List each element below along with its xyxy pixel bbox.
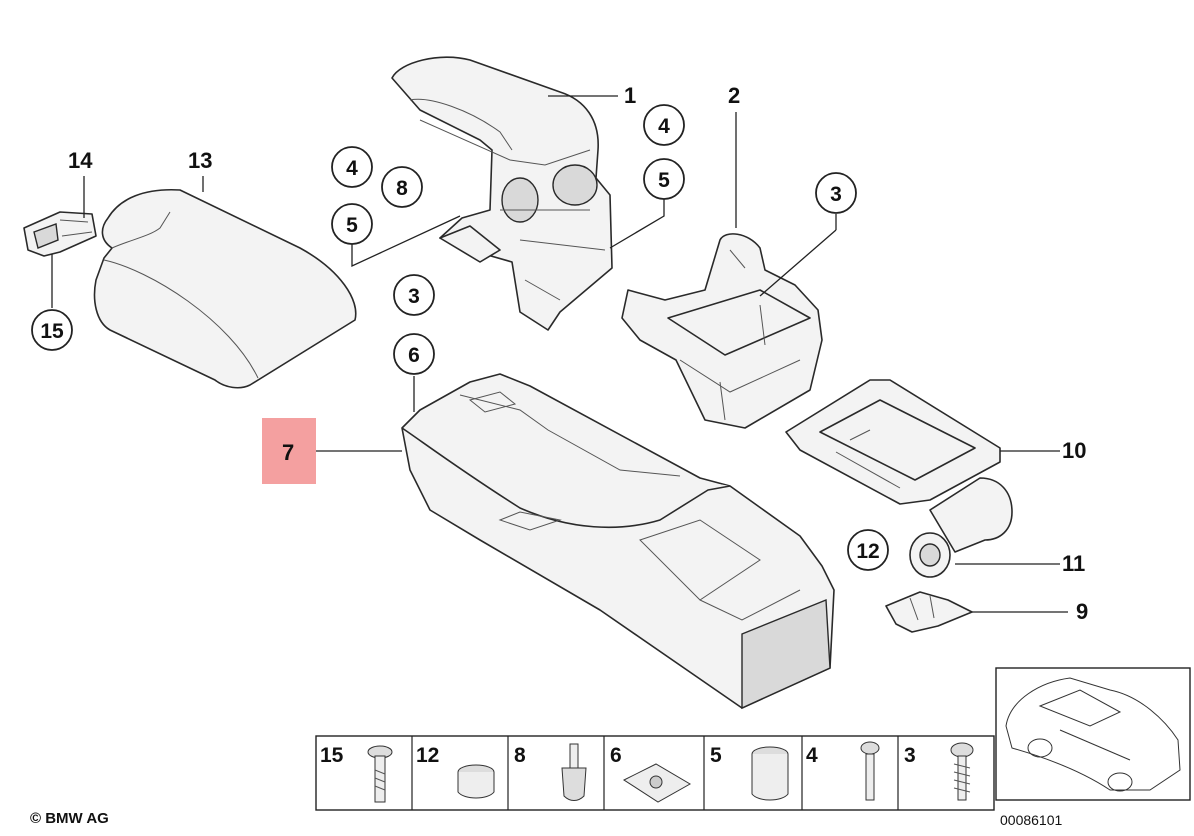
svg-text:4: 4 xyxy=(346,157,358,180)
svg-text:8: 8 xyxy=(396,177,408,200)
callout-9: 9 xyxy=(1076,599,1088,624)
bolt-icon xyxy=(367,745,393,803)
clip-nut-icon xyxy=(622,763,692,803)
part-1-armrest-bracket[interactable] xyxy=(391,56,613,331)
circled-callout-3-tray: 3 xyxy=(815,172,857,214)
callout-14: 14 xyxy=(68,148,93,173)
legend-label-12: 12 xyxy=(416,744,439,767)
legend-label-6: 6 xyxy=(610,744,622,767)
circled-callout-6: 6 xyxy=(393,333,435,375)
part-13-armrest-cover[interactable] xyxy=(93,188,357,389)
svg-text:15: 15 xyxy=(40,320,64,343)
screw-icon xyxy=(860,741,880,801)
circled-callout-12: 12 xyxy=(847,529,889,571)
circled-callout-4-right: 4 xyxy=(643,104,685,146)
car-thumbnail xyxy=(995,667,1191,801)
svg-text:5: 5 xyxy=(346,214,358,237)
callout-1: 1 xyxy=(624,83,636,108)
circled-callout-5-right: 5 xyxy=(643,158,685,200)
legend-label-4: 4 xyxy=(806,744,818,767)
svg-text:3: 3 xyxy=(830,183,842,206)
highlight-box-7 xyxy=(262,418,316,484)
legend-label-15: 15 xyxy=(320,744,344,767)
svg-text:4: 4 xyxy=(658,115,670,138)
callout-13: 13 xyxy=(188,148,212,173)
expansion-rivet-icon xyxy=(561,743,587,801)
copyright-text: © BMW AG xyxy=(30,810,109,827)
cap-icon xyxy=(457,764,495,799)
part-14-switch[interactable] xyxy=(23,211,97,257)
circled-callout-15: 15 xyxy=(31,309,73,351)
svg-text:6: 6 xyxy=(408,344,420,367)
diagram-number: 00086101 xyxy=(1000,812,1063,828)
legend-label-8: 8 xyxy=(514,744,526,767)
circled-callout-3-console: 3 xyxy=(393,274,435,316)
circled-callout-4-left: 4 xyxy=(331,146,373,188)
part-10-tray-insert[interactable] xyxy=(785,379,1001,505)
svg-text:5: 5 xyxy=(658,169,670,192)
leader-lines xyxy=(51,95,1068,613)
callout-11: 11 xyxy=(1062,551,1085,576)
svg-text:3: 3 xyxy=(408,285,420,308)
callout-10: 10 xyxy=(1062,438,1086,463)
circled-callout-8: 8 xyxy=(381,166,423,208)
svg-text:12: 12 xyxy=(856,540,879,563)
legend-label-3: 3 xyxy=(904,744,916,767)
part-2-tray[interactable] xyxy=(621,233,823,429)
part-9-holder[interactable] xyxy=(885,591,973,633)
sleeve-icon xyxy=(751,746,789,801)
callout-7: 7 xyxy=(282,440,294,465)
legend-label-5: 5 xyxy=(710,744,722,767)
part-11-roller[interactable] xyxy=(909,477,1013,578)
self-tapping-screw-icon xyxy=(950,742,974,801)
circled-callout-5-left: 5 xyxy=(331,203,373,245)
part-7-center-console[interactable] xyxy=(401,373,835,710)
callout-2: 2 xyxy=(728,83,740,108)
